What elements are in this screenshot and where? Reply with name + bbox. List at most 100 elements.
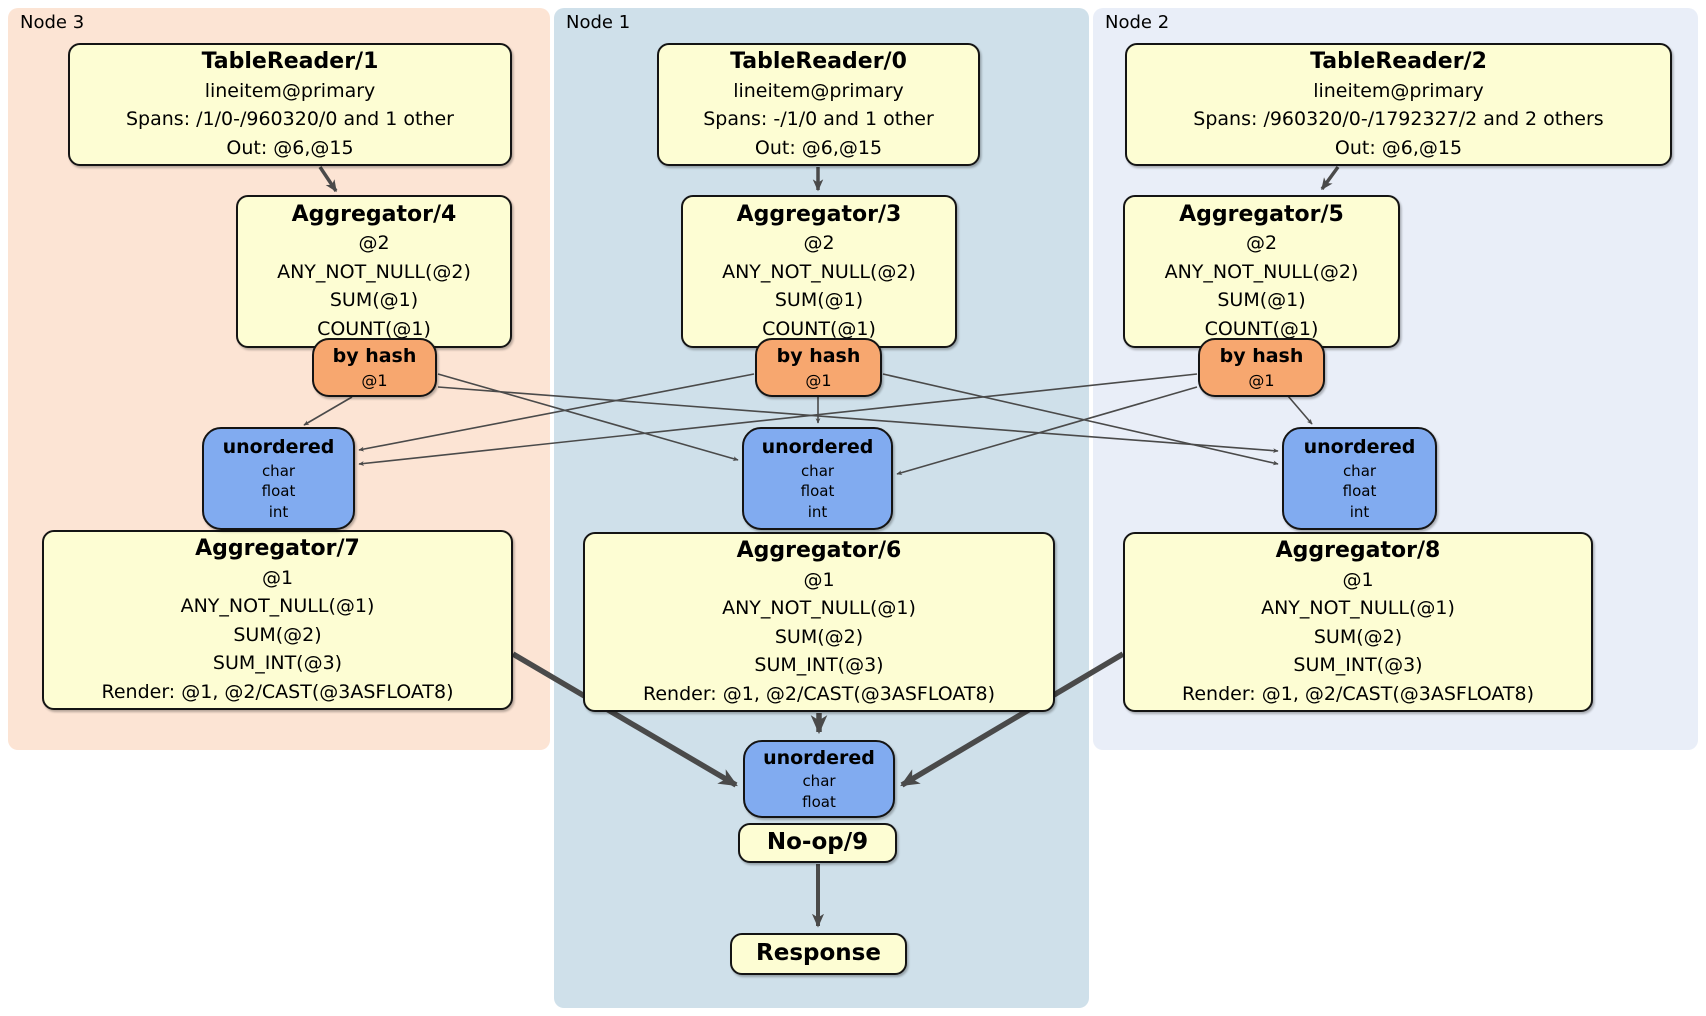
node-line: ANY_NOT_NULL(@2) — [1164, 260, 1359, 283]
edge-agg8-unb — [900, 651, 1125, 788]
edge-bhr-unl — [358, 373, 1198, 466]
node-title: unordered — [1303, 436, 1416, 459]
node-line: float — [261, 482, 296, 501]
node-line: SUM(@1) — [1217, 289, 1306, 312]
node-line: COUNT(@1) — [317, 317, 431, 340]
processor-resp: Response — [730, 933, 907, 975]
node-line: ANY_NOT_NULL(@2) — [722, 260, 916, 283]
node-line: Spans: /1/0-/960320/0 and 1 other — [126, 108, 454, 131]
edge-bhl-unl — [303, 396, 353, 426]
edge-tr1-agg4 — [318, 166, 338, 193]
node-line: Render: @1, @2/CAST(@3ASFLOAT8) — [643, 682, 995, 705]
edge-bhc-unr — [882, 373, 1279, 466]
node-line: SUM_INT(@3) — [1293, 654, 1423, 677]
node-line: COUNT(@1) — [1204, 317, 1319, 340]
node-line: Spans: /960320/0-/1792327/2 and 2 others — [1193, 108, 1604, 131]
node-line: int — [1349, 502, 1370, 521]
node-title: Aggregator/3 — [736, 201, 902, 227]
node-title: by hash — [1219, 344, 1304, 367]
node-line: SUM(@1) — [329, 289, 419, 312]
node-title: TableReader/1 — [201, 48, 379, 74]
node-line: @1 — [805, 370, 832, 390]
edge-agg7-unb — [511, 651, 738, 788]
node-line: lineitem@primary — [204, 79, 376, 102]
node-line: ANY_NOT_NULL(@1) — [722, 597, 916, 620]
node-line: @1 — [1342, 568, 1374, 591]
edge-bhl-unr — [437, 386, 1279, 454]
node-line: @1 — [261, 566, 294, 589]
edge-bhc-unl — [358, 373, 755, 452]
node-line: SUM(@2) — [233, 623, 322, 646]
node-line: int — [268, 502, 289, 521]
node-title: Aggregator/6 — [736, 537, 902, 563]
node-title: No-op/9 — [766, 829, 869, 856]
node-line: ANY_NOT_NULL(@2) — [277, 260, 471, 283]
processor-noop: No-op/9 — [738, 823, 897, 863]
node-title: Aggregator/5 — [1179, 201, 1344, 227]
router-bhl: by hash @1 — [312, 338, 437, 397]
node-line: Out: @6,@15 — [754, 136, 883, 159]
node-line: lineitem@primary — [733, 79, 904, 102]
node-line: ANY_NOT_NULL(@1) — [1261, 597, 1455, 620]
node-line: SUM(@1) — [774, 289, 864, 312]
node-line: COUNT(@1) — [762, 317, 876, 340]
node-line: @1 — [803, 568, 835, 591]
node-line: @2 — [803, 232, 835, 255]
node-line: ANY_NOT_NULL(@1) — [180, 595, 375, 618]
node-line: Render: @1, @2/CAST(@3ASFLOAT8) — [101, 680, 454, 703]
node-line: lineitem@primary — [1313, 79, 1484, 102]
node-line: char — [261, 461, 296, 480]
node-line: SUM_INT(@3) — [754, 654, 884, 677]
sync-unb: unordered char float — [743, 740, 895, 818]
region-label-node-2: Node 2 — [1105, 12, 1170, 33]
node-title: TableReader/2 — [1310, 48, 1487, 74]
node-title: TableReader/0 — [730, 48, 907, 74]
node-line: @2 — [358, 232, 390, 255]
edge-tr2-agg5 — [1320, 165, 1340, 191]
node-line: char — [802, 772, 836, 791]
node-line: Out: @6,@15 — [226, 136, 354, 159]
node-line: Render: @1, @2/CAST(@3ASFLOAT8) — [1182, 682, 1534, 705]
node-title: unordered — [222, 436, 335, 459]
node-line: SUM(@2) — [1313, 625, 1403, 648]
node-title: Aggregator/7 — [195, 535, 360, 561]
node-line: char — [1342, 461, 1377, 480]
router-bhr: by hash @1 — [1198, 338, 1325, 397]
node-line: SUM_INT(@3) — [212, 652, 343, 675]
edge-bhl-unc — [437, 373, 739, 461]
node-line: int — [807, 502, 828, 521]
node-title: by hash — [332, 344, 417, 367]
region-label-node-3: Node 3 — [20, 12, 85, 33]
node-title: Aggregator/8 — [1275, 537, 1441, 563]
node-line: @1 — [1248, 370, 1275, 390]
node-title: by hash — [776, 344, 861, 367]
node-line: SUM(@2) — [774, 625, 864, 648]
edge-bhr-unr — [1287, 395, 1313, 425]
node-title: Aggregator/4 — [291, 201, 457, 227]
node-line: Out: @6,@15 — [1334, 136, 1463, 159]
node-line: @1 — [361, 370, 388, 390]
router-bhc: by hash @1 — [755, 338, 882, 397]
node-title: Response — [756, 940, 881, 967]
node-line: Spans: -/1/0 and 1 other — [703, 108, 934, 131]
node-line: char — [800, 461, 835, 480]
node-line: float — [802, 793, 836, 812]
region-label-node-1: Node 1 — [566, 12, 631, 33]
node-title: unordered — [763, 747, 875, 770]
node-line: float — [800, 482, 835, 501]
node-line: float — [1342, 482, 1377, 501]
